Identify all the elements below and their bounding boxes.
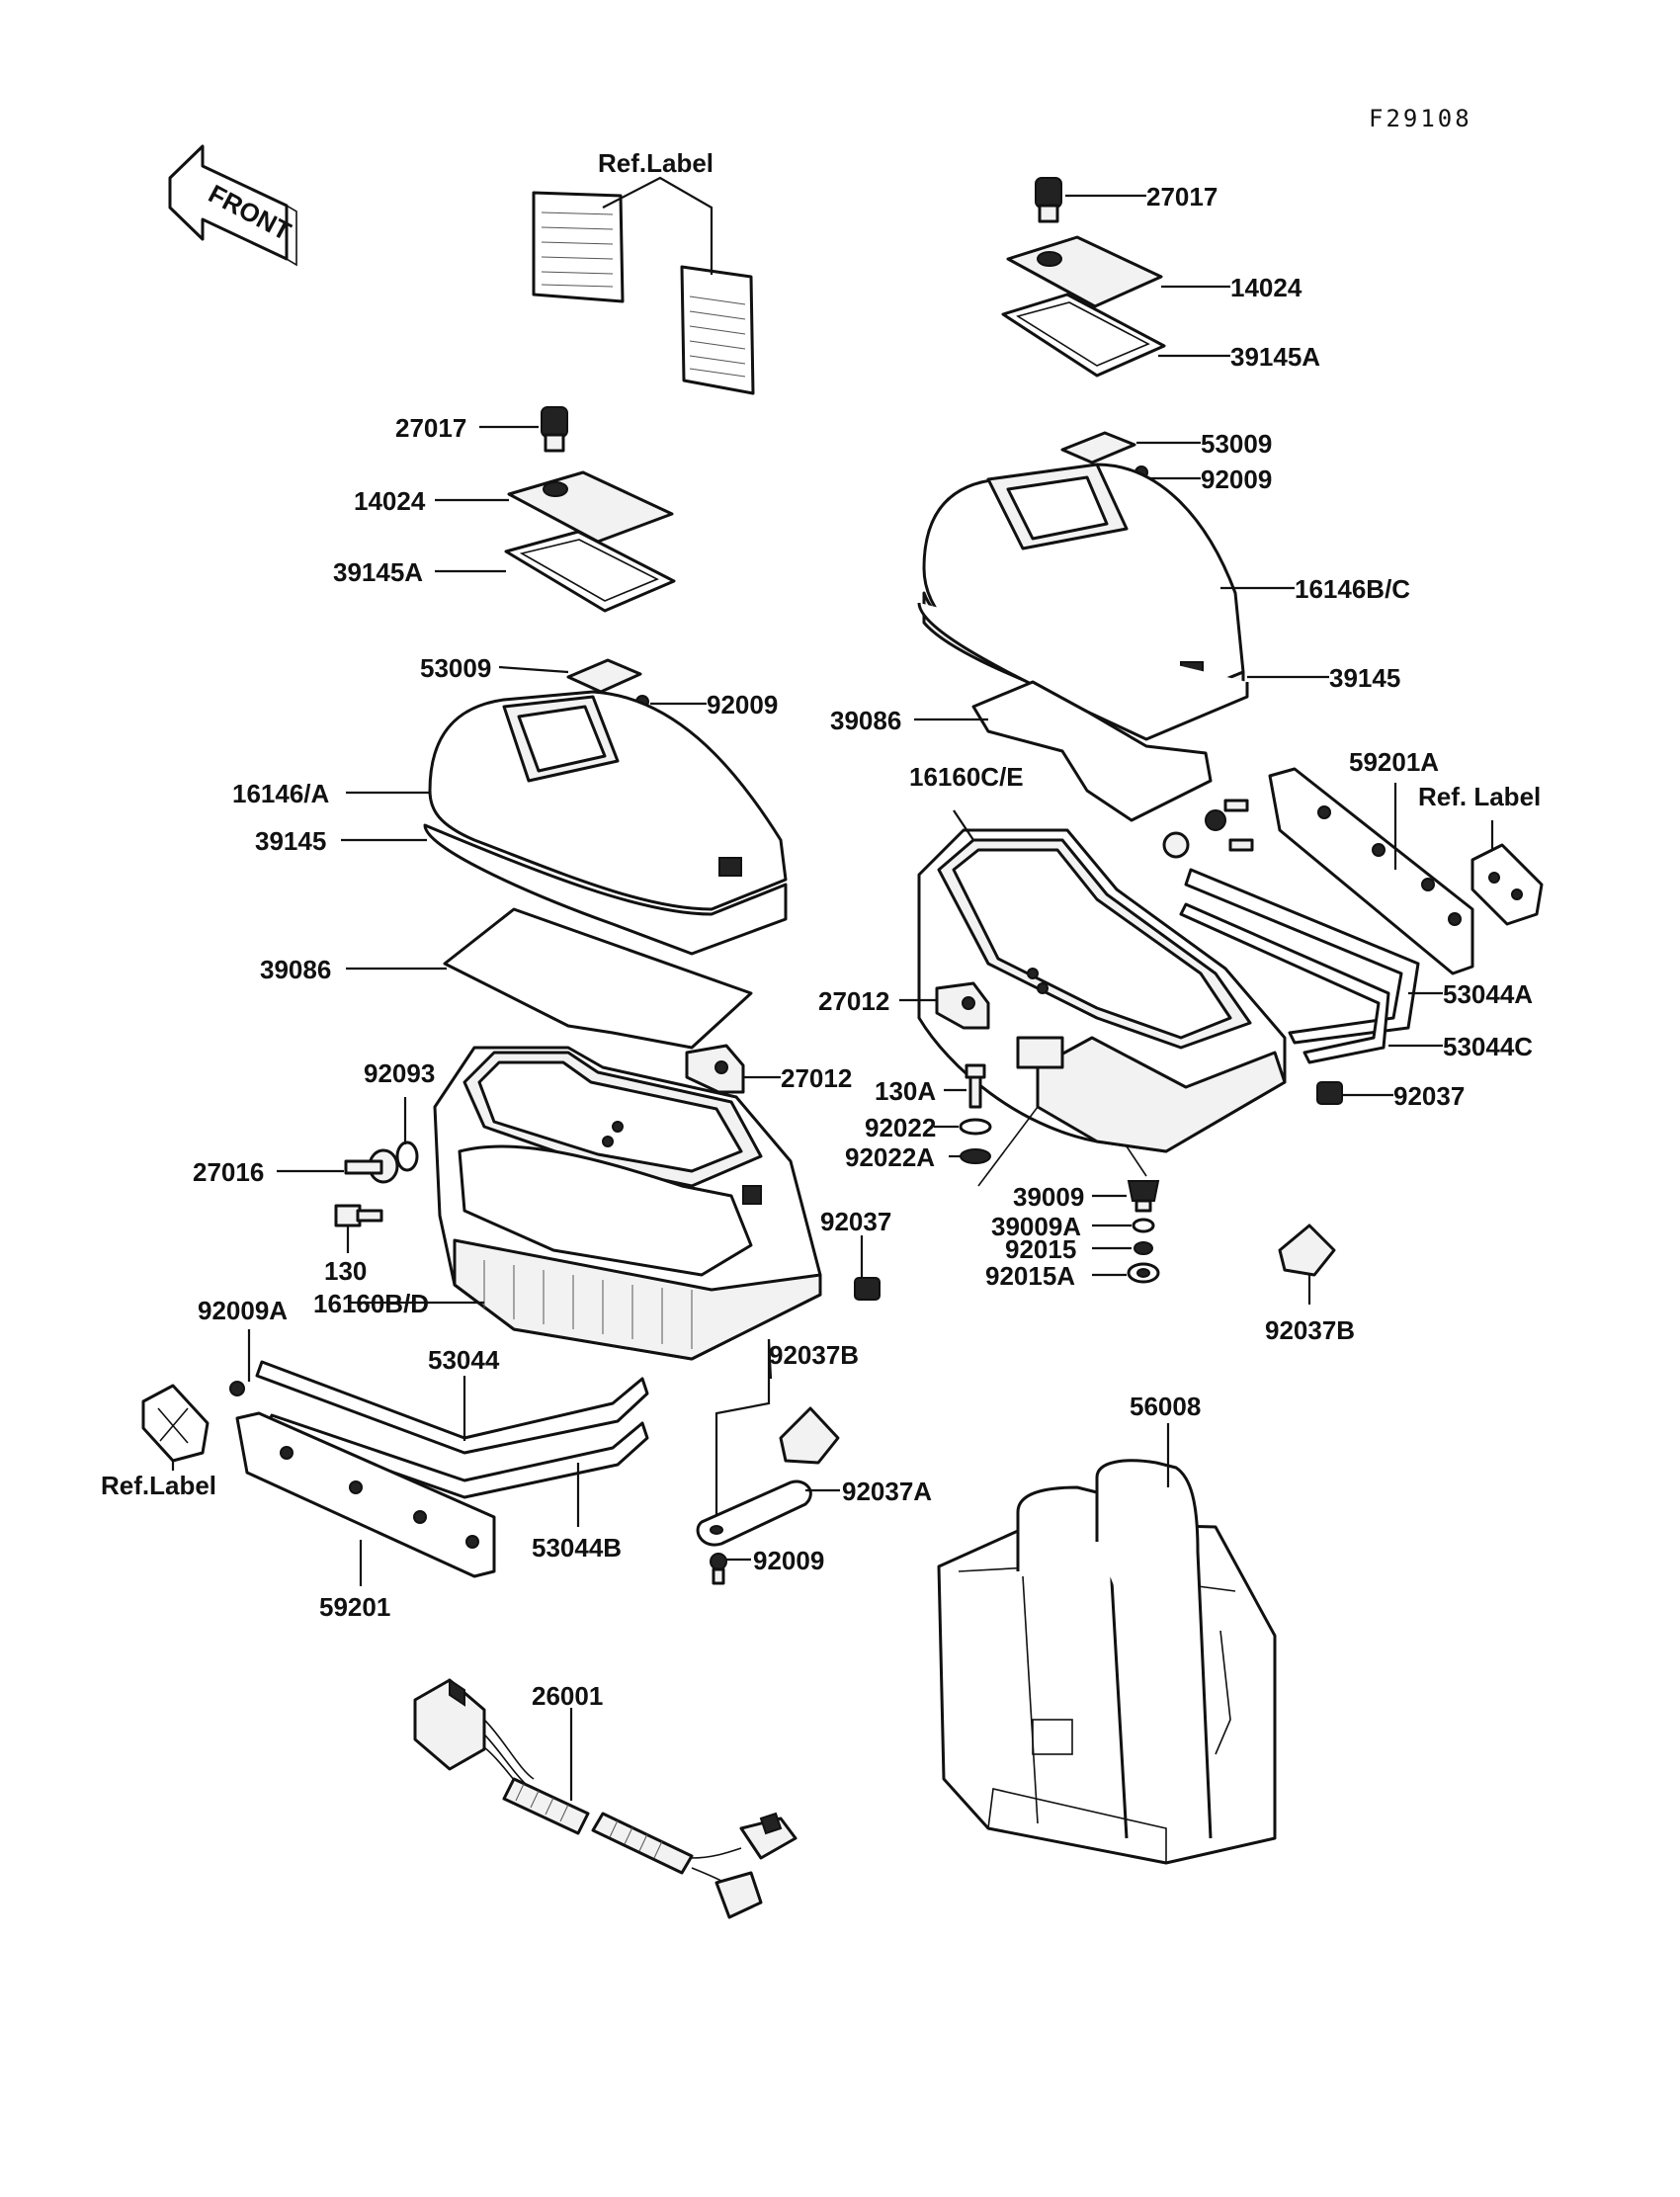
label-92037B-right: 92037B: [1265, 1315, 1355, 1345]
label-16160BD: 16160B/D: [313, 1289, 429, 1318]
gasket-left-small: [504, 530, 676, 613]
label-16160CE: 16160C/E: [909, 762, 1024, 792]
ref-label-plate-right: [1470, 843, 1544, 926]
bolt-130A: [965, 1063, 986, 1109]
label-39145A-right: 39145A: [1230, 342, 1320, 372]
label-130A: 130A: [875, 1076, 936, 1106]
strap-92037A: [696, 1479, 812, 1547]
wiring-harness: [413, 1678, 798, 1919]
label-92037-left: 92037: [820, 1207, 891, 1236]
label-130: 130: [324, 1256, 367, 1286]
label-39009: 39009: [1013, 1182, 1084, 1212]
liner-right: [971, 680, 1213, 822]
lid-panel-right: [1006, 235, 1163, 308]
label-92009-right: 92009: [1201, 465, 1272, 494]
label-92015: 92015: [1005, 1234, 1076, 1264]
label-92009A: 92009A: [198, 1296, 288, 1325]
top-case-body-right: [917, 828, 1287, 1153]
label-53044A: 53044A: [1443, 979, 1533, 1009]
saddlebag-lid-left: [428, 690, 788, 911]
screw-92009-bottom: [710, 1553, 727, 1570]
label-39145-right: 39145: [1329, 663, 1400, 693]
label-39145-left: 39145: [255, 826, 326, 856]
label-16146BC: 16146B/C: [1295, 574, 1410, 604]
label-53044B: 53044B: [532, 1533, 622, 1563]
label-39145A-left: 39145A: [333, 557, 423, 587]
label-59201: 59201: [319, 1592, 390, 1622]
label-92037-right: 92037: [1393, 1081, 1465, 1111]
label-92022: 92022: [865, 1113, 936, 1142]
lock-cylinder-left: [541, 406, 568, 453]
carry-bag: [937, 1459, 1277, 1865]
lock-cylinder-right: [1035, 177, 1062, 223]
label-92015A: 92015A: [985, 1261, 1075, 1291]
side-cover-right: [1268, 767, 1474, 975]
label-53009-right: 53009: [1201, 429, 1272, 459]
drawing-code: F29108: [1369, 105, 1472, 132]
hinge-right: [1060, 431, 1136, 465]
label-14024-left: 14024: [354, 486, 426, 516]
label-92009-left: 92009: [707, 690, 778, 719]
ref-label-left: Ref.Label: [101, 1471, 216, 1500]
label-59201A: 59201A: [1349, 747, 1439, 777]
drain-plug-stack: [1127, 1180, 1160, 1284]
washer-92022: [959, 1118, 992, 1136]
label-27017-right: 27017: [1146, 182, 1218, 211]
liner-left: [443, 907, 753, 1050]
ref-label-sheets: [532, 176, 755, 395]
gasket-right-small: [1001, 293, 1166, 378]
label-56008: 56008: [1130, 1392, 1201, 1421]
grommet-left: [854, 1277, 881, 1301]
label-27012-left: 27012: [781, 1063, 852, 1093]
side-cover-left: [235, 1411, 496, 1578]
hinge-left: [566, 658, 642, 694]
lid-panel-hole-right: [1037, 251, 1062, 267]
trim-strip-right-c: [1179, 902, 1390, 1064]
mount-hardware-right: [1162, 799, 1254, 859]
clip-right: [1278, 1224, 1336, 1277]
label-92093: 92093: [364, 1058, 435, 1088]
label-92022A: 92022A: [845, 1142, 935, 1172]
lid-panel-left: [507, 470, 674, 544]
trim-strip-left: [255, 1360, 649, 1455]
trim-strip-right-a: [1184, 868, 1420, 1045]
label-26001: 26001: [532, 1681, 603, 1711]
label-39086-left: 39086: [260, 955, 331, 984]
label-53044: 53044: [428, 1345, 500, 1375]
label-53044C: 53044C: [1443, 1032, 1533, 1061]
label-16146A: 16146/A: [232, 779, 330, 808]
front-arrow-icon: FRONT: [168, 144, 297, 267]
clip-left: [779, 1406, 840, 1465]
label-53009-left: 53009: [420, 653, 491, 683]
screw-92009A: [229, 1381, 245, 1396]
label-27017-left: 27017: [395, 413, 466, 443]
label-14024-right: 14024: [1230, 273, 1302, 302]
saddlebag-body-left: [433, 1046, 822, 1361]
label-27012-right: 27012: [818, 986, 889, 1016]
label-92009-bottom: 92009: [753, 1546, 824, 1575]
label-39009A: 39009A: [991, 1212, 1081, 1241]
grommet-right: [1316, 1081, 1343, 1105]
lock-assembly-left: [334, 1141, 419, 1227]
label-92037B-left: 92037B: [769, 1340, 859, 1370]
ref-label-top: Ref.Label: [598, 148, 714, 178]
label-39086-right: 39086: [830, 706, 901, 735]
gasket-left-large: [423, 823, 788, 956]
label-92037A: 92037A: [842, 1477, 932, 1506]
washer-92022A: [960, 1148, 991, 1164]
ref-label-right: Ref. Label: [1418, 782, 1541, 811]
label-27016: 27016: [193, 1157, 264, 1187]
